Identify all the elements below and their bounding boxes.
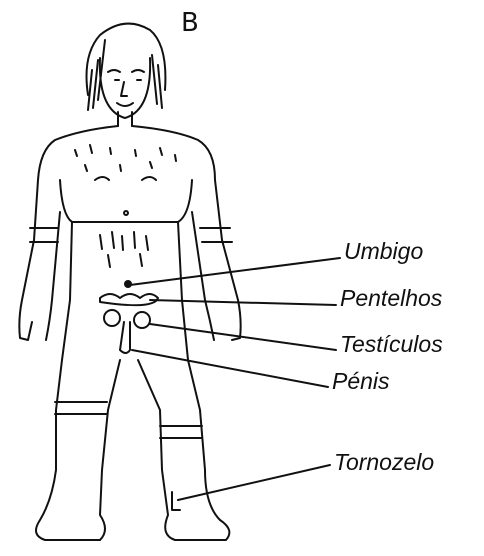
label-tornozelo: Tornozelo [334,451,434,474]
legs [36,360,229,540]
pelvis [62,222,188,360]
label-pentelhos: Pentelhos [340,287,442,310]
figure-letter: B [181,10,199,36]
leader-pentelhos [150,300,336,305]
label-penis: Pénis [332,370,390,393]
hair [87,24,166,110]
leader-umbigo [130,258,340,285]
leader-testiculos [150,324,336,350]
leader-tornozelo [178,465,330,500]
label-umbigo: Umbigo [344,240,423,263]
label-testiculos: Testículos [340,333,443,356]
leader-penis [132,350,328,387]
head [100,58,150,126]
